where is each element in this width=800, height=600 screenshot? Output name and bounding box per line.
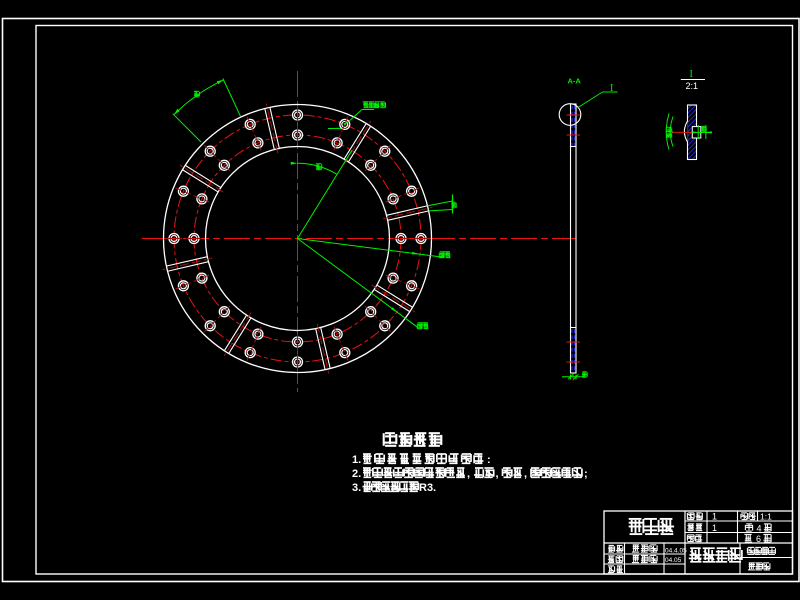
svg-text:6: 6 bbox=[756, 534, 761, 544]
svg-text:R3.: R3. bbox=[419, 482, 436, 494]
svg-text:04.4.05: 04.4.05 bbox=[665, 548, 687, 555]
svg-text:3.: 3. bbox=[352, 482, 361, 494]
svg-text:2:1: 2:1 bbox=[686, 81, 699, 91]
svg-text:,: , bbox=[524, 468, 527, 480]
svg-text:I: I bbox=[690, 69, 693, 80]
svg-text:4: 4 bbox=[757, 524, 762, 534]
svg-text:I: I bbox=[610, 83, 613, 94]
svg-text:2.: 2. bbox=[352, 468, 361, 480]
svg-text::: : bbox=[487, 454, 491, 466]
svg-text:1: 1 bbox=[712, 512, 717, 522]
svg-text:1:1: 1:1 bbox=[760, 512, 772, 522]
svg-text:1: 1 bbox=[712, 523, 717, 533]
svg-text:;: ; bbox=[584, 468, 588, 480]
svg-text:1.: 1. bbox=[352, 454, 361, 466]
svg-text:,: , bbox=[467, 468, 470, 480]
svg-text:,: , bbox=[496, 468, 499, 480]
svg-text:04.05: 04.05 bbox=[665, 557, 682, 564]
svg-text:A-A: A-A bbox=[568, 77, 582, 86]
